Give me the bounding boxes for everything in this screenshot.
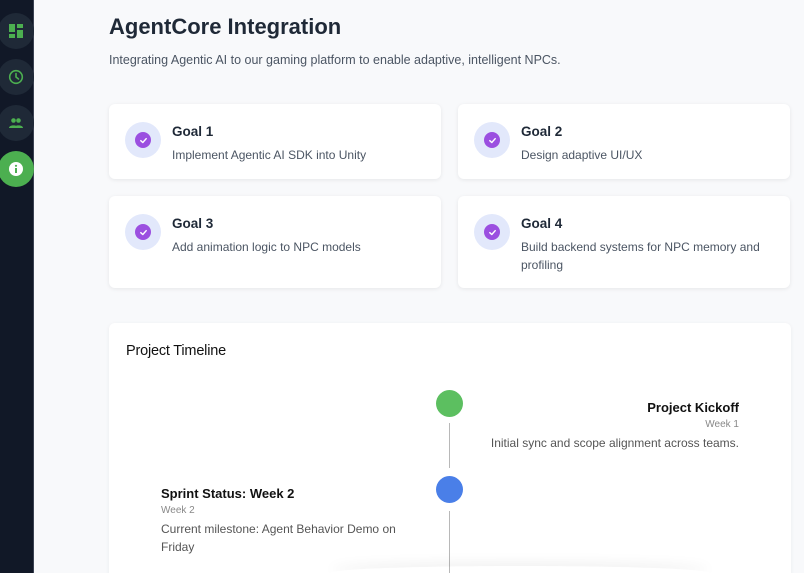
nav-info-button[interactable]	[0, 151, 34, 187]
goal-card: Goal 3 Add animation logic to NPC models	[109, 196, 441, 288]
event-title: Project Kickoff	[647, 400, 739, 415]
page-subtitle: Integrating Agentic AI to our gaming pla…	[109, 53, 561, 67]
nav-history-button[interactable]	[0, 59, 34, 95]
goal-title: Goal 3	[172, 216, 214, 231]
goal-description: Implement Agentic AI SDK into Unity	[172, 148, 367, 162]
nav-dashboard-button[interactable]	[0, 13, 34, 49]
people-icon	[9, 118, 23, 128]
event-week: Week 1	[705, 419, 739, 430]
check-circle-icon	[135, 132, 151, 148]
goal-title: Goal 1	[172, 124, 214, 139]
timeline-dot-kickoff	[436, 390, 463, 417]
event-title: Sprint Status: Week 2	[161, 486, 295, 501]
timeline-event: Sprint Status: Week 2 Week 2 Current mil…	[161, 486, 406, 556]
goal-title: Goal 4	[521, 216, 563, 231]
goal-icon-badge	[474, 214, 510, 250]
nav-team-button[interactable]	[0, 105, 34, 141]
clock-icon	[8, 69, 24, 85]
dashboard-icon	[9, 24, 23, 38]
goal-icon-badge	[125, 122, 161, 158]
goal-title: Goal 2	[521, 124, 563, 139]
project-timeline: Project Timeline Project Kickoff Week 1 …	[109, 323, 791, 573]
goal-card: Goal 4 Build backend systems for NPC mem…	[458, 196, 790, 288]
event-description: Initial sync and scope alignment across …	[490, 436, 739, 450]
page-title: AgentCore Integration	[109, 14, 342, 39]
timeline-connector	[449, 423, 450, 468]
goal-description: Add animation logic to NPC models	[172, 240, 361, 254]
event-description: Current milestone: Agent Behavior Demo o…	[161, 522, 396, 554]
timeline-dot-sprint	[436, 476, 463, 503]
check-circle-icon	[484, 224, 500, 240]
goal-icon-badge	[474, 122, 510, 158]
check-circle-icon	[484, 132, 500, 148]
event-week: Week 2	[161, 505, 195, 516]
timeline-title: Project Timeline	[126, 343, 226, 359]
timeline-event: Project Kickoff Week 1 Initial sync and …	[491, 400, 739, 452]
goal-card: Goal 1 Implement Agentic AI SDK into Uni…	[109, 104, 441, 179]
goal-description: Build backend systems for NPC memory and…	[521, 240, 760, 272]
goal-icon-badge	[125, 214, 161, 250]
check-circle-icon	[135, 224, 151, 240]
goal-description: Design adaptive UI/UX	[521, 148, 643, 162]
timeline-connector	[449, 511, 450, 573]
info-icon	[9, 162, 23, 176]
sidebar	[0, 0, 34, 573]
floating-panel-shadow	[330, 566, 710, 573]
goal-card: Goal 2 Design adaptive UI/UX	[458, 104, 790, 179]
